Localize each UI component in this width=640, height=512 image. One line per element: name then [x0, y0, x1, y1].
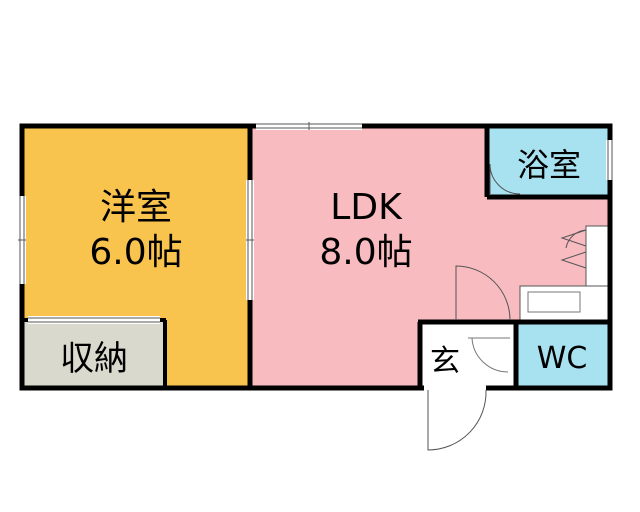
toilet-area: [516, 322, 608, 386]
entrance-label: 玄: [430, 344, 460, 379]
toilet-label: WC: [537, 341, 588, 376]
ldk-entrance-door: [455, 265, 511, 321]
ldk-size: 8.0帖: [319, 232, 412, 273]
kitchen-sink: [527, 291, 581, 313]
window-bath-right: [606, 140, 614, 180]
bath-area: [488, 128, 608, 196]
window-ldk-top: [256, 122, 362, 130]
front-door: [424, 385, 487, 451]
closet-door: [28, 316, 160, 324]
bath-door: [489, 163, 521, 195]
western-room-name: 洋室: [100, 187, 172, 228]
kitchen-folding-door: [560, 229, 587, 269]
sliding-door-western: [246, 180, 254, 300]
closet-label: 収納: [60, 339, 128, 379]
bath-label: 浴室: [517, 146, 581, 184]
washer-space: [585, 225, 609, 287]
entrance-step: [468, 337, 510, 373]
ldk-name: LDK: [330, 187, 403, 228]
western-room-size: 6.0帖: [89, 232, 182, 273]
entrance-area: [420, 322, 516, 386]
window-western-left: [18, 196, 26, 284]
closet-area: [24, 320, 164, 386]
